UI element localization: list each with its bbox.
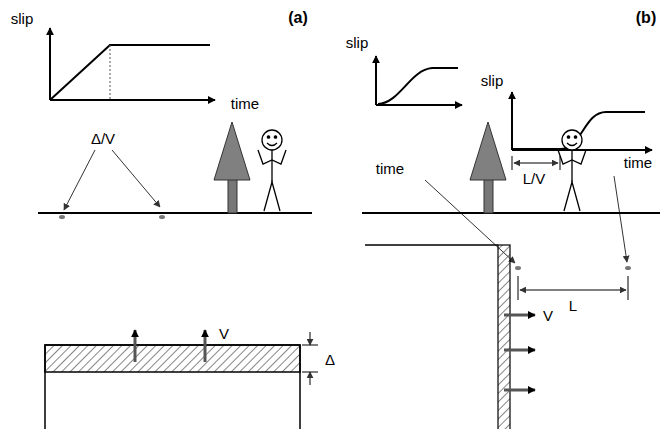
slip-plot-b-far [512,92,652,170]
rupture-arrow [504,389,535,392]
axis-label: time [624,155,652,170]
station-dot [625,266,631,270]
tree-trunk [484,178,493,213]
axis-label: slip [11,11,34,26]
leader-line [64,150,95,210]
rupturing-layer [45,345,300,372]
tree [214,122,250,213]
stick-figure [558,130,586,211]
distance-arrow [520,290,626,291]
velocity-label: V [543,308,553,323]
axis [50,99,215,101]
axis [511,92,513,150]
dimension-tick [518,276,519,300]
ground-line [362,212,660,214]
axis-label: time [231,96,259,111]
axis-label: time [376,161,404,176]
dimension-tick [512,156,513,170]
velocity-label: V [219,326,229,341]
stick-figure [258,130,286,211]
panel-label: (b) [636,10,656,26]
tree-trunk [228,178,237,213]
axis [49,28,51,100]
ground-line [38,212,312,214]
dimension-arrow [310,332,311,345]
distance-label: L [569,298,577,313]
dimension-tick [628,276,629,300]
motion-arrow [134,330,137,362]
axis [376,104,462,106]
slip-plot-b-near [376,56,462,105]
station-dot [59,215,65,219]
tree-crown [470,122,506,180]
slip-plot-a [50,28,215,100]
panel-label: (a) [288,10,308,26]
crust-block [45,345,300,429]
motion-arrow [204,330,207,362]
tree [470,122,506,213]
duration-label: Δ/V [91,131,115,146]
axis-label: slip [481,73,504,88]
axis [375,56,377,105]
slip-curve [378,68,458,104]
station-dot [159,215,165,219]
delay-arrow [514,163,558,164]
rupture-arrow [504,314,535,317]
leader-line [614,176,627,262]
dimension-arrow [310,372,311,385]
rise-time-mark [110,45,111,100]
thickness-label: Δ [325,352,335,367]
duration-label: L/V [523,171,546,186]
station-dot [515,266,521,270]
slip-curve [512,112,645,149]
slip-curve [50,45,210,100]
fault-strip [498,245,510,429]
crust-block [365,244,498,246]
leader-line [112,150,160,207]
rupture-arrow [504,349,535,352]
axis-label: slip [346,35,369,50]
tree-crown [214,122,250,180]
